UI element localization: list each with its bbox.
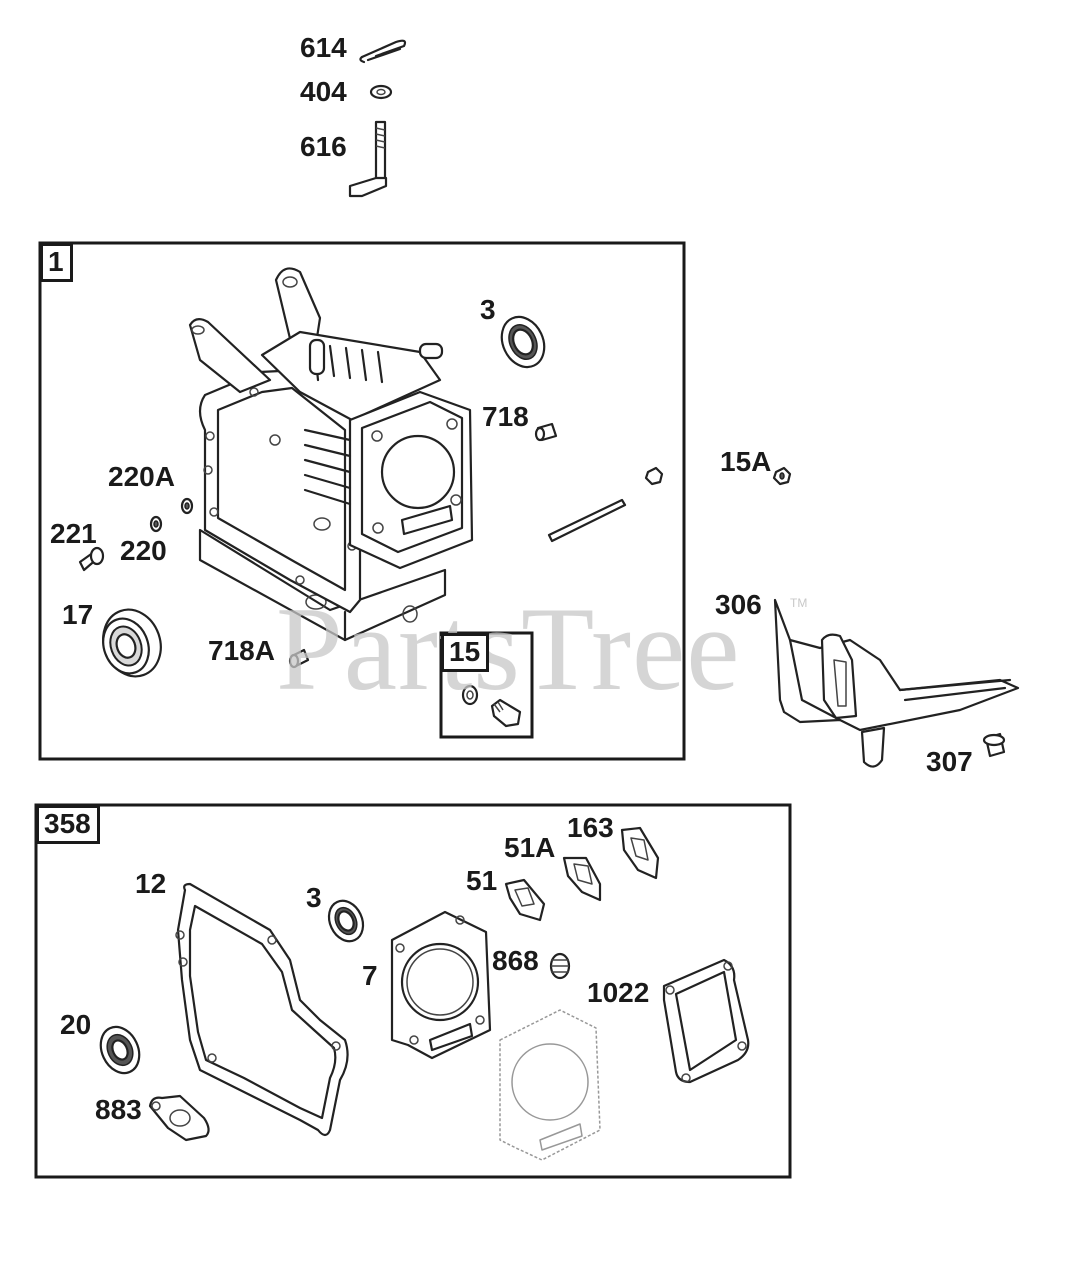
callout-868[interactable]: 868 <box>492 945 539 976</box>
gasket-51-icon[interactable] <box>504 878 546 922</box>
callout-616[interactable]: 616 <box>300 131 347 162</box>
box-tag-15[interactable]: 15 <box>441 633 490 672</box>
rod-icon[interactable] <box>547 498 627 543</box>
callout-307[interactable]: 307 <box>926 746 973 777</box>
gasket-12-icon[interactable] <box>175 882 349 1137</box>
callout-15a[interactable]: 15A <box>720 446 772 477</box>
head-gasket-outline-icon <box>499 1009 601 1161</box>
callout-718a[interactable]: 718A <box>208 635 275 666</box>
gasket-51a-icon[interactable] <box>562 856 602 902</box>
callout-51a[interactable]: 51A <box>504 832 556 863</box>
callout-3b[interactable]: 3 <box>306 882 322 913</box>
cylinder-block-icon[interactable] <box>188 267 474 642</box>
callout-404[interactable]: 404 <box>300 76 347 107</box>
oil-seal-3b-icon[interactable] <box>323 895 370 947</box>
callout-221[interactable]: 221 <box>50 518 97 549</box>
washer-220a-icon[interactable] <box>180 497 194 515</box>
washer-220-icon[interactable] <box>149 515 163 533</box>
callout-220a[interactable]: 220A <box>108 461 175 492</box>
box-tag-358[interactable]: 358 <box>36 805 100 844</box>
nut-15a-icon[interactable] <box>772 466 792 486</box>
box-tag-1[interactable]: 1 <box>40 243 73 282</box>
cotter-pin-614-icon[interactable] <box>359 39 407 64</box>
nut-icon[interactable] <box>644 466 664 486</box>
callout-3[interactable]: 3 <box>480 294 496 325</box>
oil-seal-20-icon[interactable] <box>94 1021 147 1080</box>
gasket-163-icon[interactable] <box>620 826 660 880</box>
cylinder-box-frame <box>38 241 686 761</box>
valve-seal-868-icon[interactable] <box>549 952 571 980</box>
callout-17[interactable]: 17 <box>62 599 94 630</box>
callout-883[interactable]: 883 <box>95 1094 142 1125</box>
callout-7[interactable]: 7 <box>362 960 378 991</box>
callout-12[interactable]: 12 <box>135 868 167 899</box>
oil-seal-3-icon[interactable] <box>494 310 552 374</box>
washer-404-icon[interactable] <box>369 84 393 100</box>
washer-15-icon[interactable] <box>461 684 479 706</box>
callout-614[interactable]: 614 <box>300 32 347 63</box>
pin-616-icon[interactable] <box>348 120 388 198</box>
gasket-883-icon[interactable] <box>148 1094 210 1142</box>
drain-plug-15-icon[interactable] <box>490 698 522 728</box>
callout-718[interactable]: 718 <box>482 401 529 432</box>
dowel-718-icon[interactable] <box>534 422 558 442</box>
head-gasket-7-icon[interactable] <box>390 910 492 1060</box>
shield-306-icon[interactable] <box>773 598 1020 768</box>
callout-20[interactable]: 20 <box>60 1009 92 1040</box>
callout-163[interactable]: 163 <box>567 812 614 843</box>
callout-1022[interactable]: 1022 <box>587 977 650 1008</box>
bearing-17-icon[interactable] <box>94 601 170 684</box>
gasket-1022-icon[interactable] <box>662 958 750 1084</box>
gasket-box-frame <box>34 803 792 1179</box>
bolt-307-icon[interactable] <box>982 732 1006 758</box>
watermark: PartsTree <box>276 582 741 715</box>
callout-306[interactable]: 306 <box>715 589 762 620</box>
callout-220[interactable]: 220 <box>120 535 167 566</box>
callout-51[interactable]: 51 <box>466 865 498 896</box>
dowel-718a-icon[interactable] <box>288 648 310 669</box>
watermark-trademark: TM <box>790 596 808 610</box>
bolt-221-icon[interactable] <box>78 546 105 572</box>
